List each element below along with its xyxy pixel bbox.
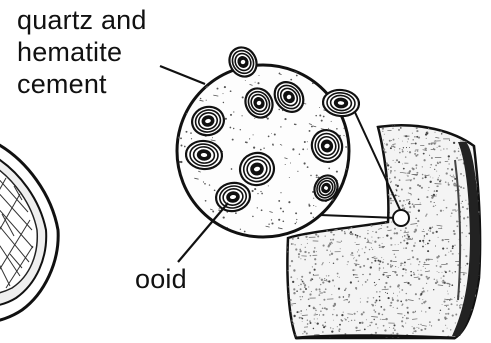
cement-label-line2: hematite — [17, 36, 147, 68]
cement-label-line1: quartz and — [17, 4, 147, 36]
ooid-label: ooid — [135, 263, 187, 295]
ooid-cross-section — [0, 142, 58, 321]
cement-leader-line — [160, 66, 205, 84]
cement-label-line3: cement — [17, 68, 147, 100]
magnified-spot — [393, 210, 409, 226]
magnified-view — [176, 43, 360, 238]
